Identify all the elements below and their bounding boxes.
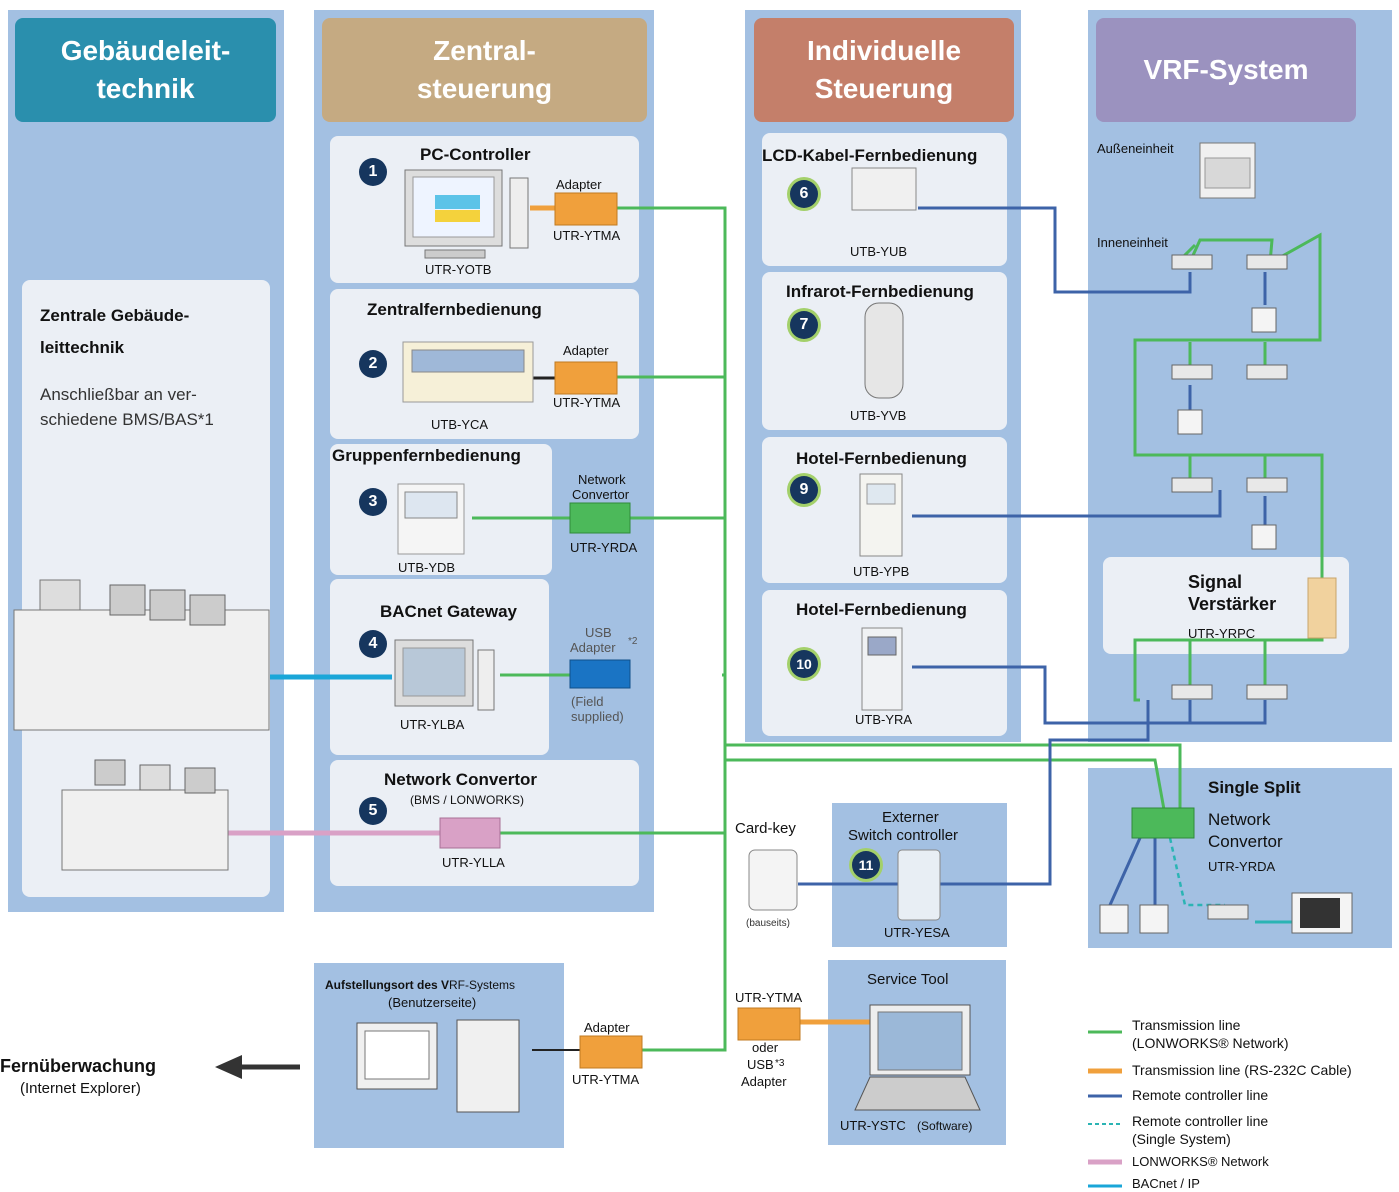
usb-note: *2 <box>628 636 638 647</box>
model-yra: UTB-YRA <box>855 712 913 727</box>
title-network-convertor: Network Convertor <box>384 770 538 789</box>
outdoor-unit-label: Außeneinheit <box>1097 141 1174 156</box>
badge-9: 9 <box>790 476 818 504</box>
adapter-label-2: Adapter <box>563 343 609 358</box>
legend-6: BACnet / IP <box>1132 1176 1200 1191</box>
signal-model: UTR-YRPC <box>1188 626 1256 641</box>
single-split-conv-1: Network <box>1208 810 1271 829</box>
model-ylla: UTR-YLLA <box>442 855 505 870</box>
legend-1b: (LONWORKS® Network) <box>1132 1035 1289 1051</box>
individual-header: Individuelle Steuerung <box>754 18 1014 122</box>
legend-5: LONWORKS® Network <box>1132 1154 1269 1169</box>
remote-subtitle: (Internet Explorer) <box>20 1080 141 1097</box>
vrf-bus <box>1133 232 1324 702</box>
usb-label-2: Adapter <box>570 640 616 655</box>
model-ylba: UTR-YLBA <box>400 717 465 732</box>
bms-header: Gebäudeleit- technik <box>15 18 276 122</box>
bms-desc-2: schiedene BMS/BAS*1 <box>40 410 214 429</box>
model-yub: UTB-YUB <box>850 244 908 259</box>
green-line-7 <box>725 758 1167 816</box>
adapter-label-1: Adapter <box>556 177 602 192</box>
title-lcd-remote: LCD-Kabel-Fernbedienung <box>762 146 978 165</box>
site-title-bold: Aufstellungsort des V <box>325 978 450 992</box>
field-supplied-2: supplied) <box>571 709 624 724</box>
signal-label-1: Signal <box>1188 572 1243 592</box>
central-header: Zentral- steuerung <box>322 18 647 122</box>
legend-2: Transmission line (RS-232C Cable) <box>1132 1062 1352 1078</box>
convertor-model-yrda: UTR-YRDA <box>570 540 638 555</box>
legend-1: Transmission line <box>1132 1017 1241 1033</box>
blue-line-ypb <box>912 490 1222 518</box>
service-conn-model: UTR-YTMA <box>735 990 803 1005</box>
badge-10: 10 <box>790 650 818 678</box>
badge-3: 3 <box>359 488 387 516</box>
title-ir-remote: Infrarot-Fernbedienung <box>786 282 974 301</box>
cardkey-note: (bauseits) <box>746 918 790 929</box>
field-supplied-1: (Field <box>571 694 604 709</box>
badge-6: 6 <box>790 180 818 208</box>
convertor-label-2: Convertor <box>572 487 630 502</box>
bms-title-1: Zentrale Gebäude- <box>40 306 190 325</box>
single-split-title: Single Split <box>1208 778 1301 797</box>
badge-5: 5 <box>359 797 387 825</box>
legend-4b: (Single System) <box>1132 1131 1231 1147</box>
service-conn-adapter: Adapter <box>741 1074 787 1089</box>
adapter-model-2: UTR-YTMA <box>553 395 621 410</box>
title-hotel-remote-1: Hotel-Fernbedienung <box>796 449 967 468</box>
subtitle-bms-lonworks: (BMS / LONWORKS) <box>410 793 525 807</box>
service-conn-usb: USB <box>747 1057 774 1072</box>
legend-4: Remote controller line <box>1132 1113 1269 1129</box>
blue-line-uib <box>918 206 1192 294</box>
model-yca: UTB-YCA <box>431 417 489 432</box>
bms-desc-1: Anschließbar an ver- <box>40 385 197 404</box>
convertor-label-1: Network <box>578 472 626 487</box>
badge-4: 4 <box>359 630 387 658</box>
single-split-conv-2: Convertor <box>1208 832 1283 851</box>
badge-2: 2 <box>359 350 387 378</box>
adapter-boxes <box>554 192 801 1069</box>
legend-3: Remote controller line <box>1132 1087 1269 1103</box>
badge-7: 7 <box>790 311 818 339</box>
service-model: UTR-YSTC <box>840 1118 906 1133</box>
vrf-header: VRF-System <box>1096 18 1356 122</box>
single-split-model: UTR-YRDA <box>1208 859 1276 874</box>
site-panel <box>314 963 564 1148</box>
site-title-rest: RF-Systems <box>449 978 516 992</box>
legend-swatches <box>1088 1030 1122 1188</box>
switch-title-2: Switch controller <box>848 827 959 844</box>
blue-line-switch <box>798 700 1150 886</box>
green-line-1 <box>617 206 727 1052</box>
adapter-model-1: UTR-YTMA <box>553 228 621 243</box>
badge-1: 1 <box>359 158 387 186</box>
site-adapter: Adapter <box>584 1020 630 1035</box>
service-conn-note: *3 <box>775 1058 785 1069</box>
title-hotel-remote-2: Hotel-Fernbedienung <box>796 600 967 619</box>
remote-title: Fernüberwachung <box>0 1056 157 1076</box>
model-ypb: UTB-YPB <box>853 564 910 579</box>
green-line-8 <box>725 743 1182 808</box>
service-soft: (Software) <box>917 1119 973 1133</box>
site-title: Aufstellungsort des VRF-Systems <box>325 978 515 992</box>
badge-11: 11 <box>852 851 880 879</box>
service-conn-or: oder <box>752 1040 779 1055</box>
model-yvb: UTB-YVB <box>850 408 907 423</box>
usb-label-1: USB <box>585 625 612 640</box>
title-pc-controller: PC-Controller <box>420 145 531 164</box>
site-adapter-model: UTR-YTMA <box>572 1072 640 1087</box>
model-yotb: UTR-YOTB <box>425 262 492 277</box>
signal-label-2: Verstärker <box>1188 594 1277 614</box>
title-bacnet-gateway: BACnet Gateway <box>380 602 517 621</box>
title-gruppenfernbedienung: Gruppenfernbedienung <box>332 446 521 465</box>
switch-model: UTR-YESA <box>884 925 950 940</box>
site-subtitle: (Benutzerseite) <box>388 995 477 1010</box>
title-zentralfernbedienung: Zentralfernbedienung <box>367 300 542 319</box>
indoor-unit-label: Inneneinheit <box>1097 235 1168 250</box>
blue-line-yra <box>912 665 1267 725</box>
cardkey-label: Card-key <box>735 820 796 837</box>
model-ydb: UTB-YDB <box>398 560 456 575</box>
switch-title-1: Externer <box>882 809 939 826</box>
service-title: Service Tool <box>867 971 949 988</box>
bms-title-2: leittechnik <box>40 338 125 357</box>
